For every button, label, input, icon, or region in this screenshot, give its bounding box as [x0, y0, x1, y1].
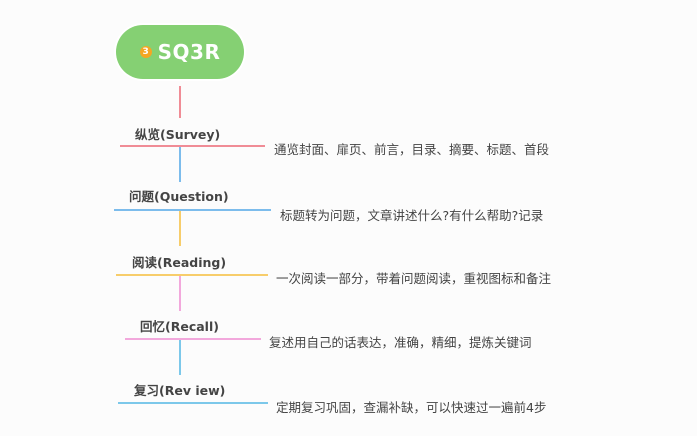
step-desc-recall[interactable]: 复述用自己的话表达，准确，精细，提炼关键词 [269, 335, 532, 350]
root-node-sq3r[interactable]: 3 SQ3R [116, 25, 244, 79]
connector-question-reading [179, 211, 181, 246]
step-desc-reading[interactable]: 一次阅读一部分，带着问题阅读，重视图标和备注 [276, 271, 552, 286]
underline-survey [120, 145, 265, 147]
underline-reading [116, 274, 268, 276]
step-label-review[interactable]: 复习(Rev iew) [134, 383, 226, 398]
underline-recall [125, 338, 261, 340]
connector-survey-question [179, 147, 181, 182]
badge-number: 3 [139, 46, 152, 58]
connector-reading-recall [179, 276, 181, 311]
connector-recall-review [179, 340, 181, 375]
step-label-question[interactable]: 问题(Question) [129, 189, 229, 204]
step-label-recall[interactable]: 回忆(Recall) [140, 319, 219, 334]
step-desc-question[interactable]: 标题转为问题，文章讲述什么?有什么帮助?记录 [280, 208, 544, 223]
underline-review [118, 402, 268, 404]
underline-question [114, 209, 271, 211]
connector-root-survey [179, 86, 181, 118]
root-title: SQ3R [157, 40, 221, 64]
step-desc-review[interactable]: 定期复习巩固，查漏补缺，可以快速过一遍前4步 [276, 400, 547, 415]
step-desc-survey[interactable]: 通览封面、扉页、前言，目录、摘要、标题、首段 [274, 142, 550, 157]
step-label-survey[interactable]: 纵览(Survey) [135, 127, 221, 142]
step-label-reading[interactable]: 阅读(Reading) [132, 255, 227, 270]
